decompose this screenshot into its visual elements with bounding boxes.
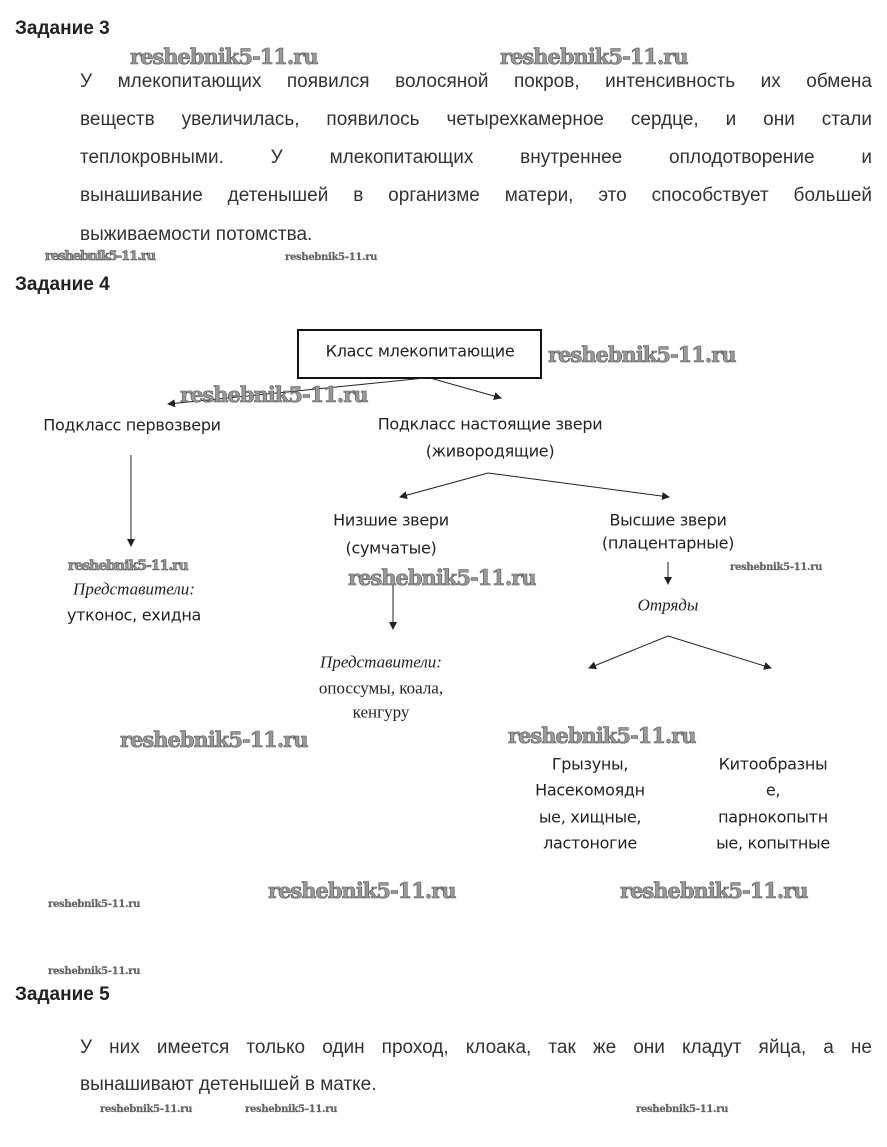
reps2-value: кенгуру xyxy=(352,702,410,722)
watermark: reshebnik5-11.ru xyxy=(180,382,369,407)
watermark: reshebnik5-11.ru xyxy=(245,1104,338,1115)
watermark: reshebnik5-11.ru xyxy=(48,899,141,910)
watermark: reshebnik5-11.ru xyxy=(45,249,157,264)
reps2-label: Представители: xyxy=(320,652,442,672)
watermark: reshebnik5-11.ru xyxy=(68,558,189,574)
orders-right-line: е, xyxy=(765,780,781,800)
task4-heading: Задание 4 xyxy=(15,274,110,295)
arrow-to-lower xyxy=(399,472,489,500)
orders-left-line: Насекомоядн xyxy=(535,780,645,800)
orders-left-line: Грызуны, xyxy=(551,754,629,774)
reps2-value: опоссумы, коала, xyxy=(318,678,444,698)
watermark: reshebnik5-11.ru xyxy=(48,966,141,977)
task5-heading: Задание 5 xyxy=(15,984,110,1005)
arrow-to-higher xyxy=(487,472,670,501)
watermark: reshebnik5-11.ru xyxy=(100,1104,193,1115)
watermark: reshebnik5-11.ru xyxy=(620,878,809,903)
watermark: reshebnik5-11.ru xyxy=(730,562,823,573)
reps1-value: утконос, ехидна xyxy=(66,605,202,625)
orders-right-line: Китообразны xyxy=(718,754,828,774)
arrow-to-orders-right xyxy=(667,635,772,670)
watermark: reshebnik5-11.ru xyxy=(130,44,319,69)
watermark: reshebnik5-11.ru xyxy=(348,565,537,590)
task3-line: веществ увеличилась, появилось четырехка… xyxy=(80,109,872,130)
task3-heading: Задание 3 xyxy=(15,18,110,39)
task5-line: вынашивают детенышей в матке. xyxy=(80,1074,377,1095)
task3-line: теплокровными. У млекопитающих внутренне… xyxy=(80,147,872,168)
orders-label: Отряды xyxy=(637,595,699,615)
task3-line: У млекопитающих появился волосяной покро… xyxy=(80,71,872,92)
watermark: reshebnik5-11.ru xyxy=(548,342,737,367)
higher-mammals: Высшие звери xyxy=(609,510,727,530)
task5-line: У них имеется только один проход, клоака… xyxy=(80,1037,872,1058)
orders-right-line: парнокопытн xyxy=(718,807,828,827)
root-box xyxy=(297,329,542,379)
arrow-to-orders-left xyxy=(588,635,669,670)
higher-mammals-note: (плацентарные) xyxy=(601,533,735,553)
orders-left-line: ластоногие xyxy=(543,833,637,853)
watermark: reshebnik5-11.ru xyxy=(120,727,309,752)
root-node: Класс млекопитающие xyxy=(325,341,515,361)
orders-right-line: ые, копытные xyxy=(716,833,830,853)
arrow-to-subclass1 xyxy=(167,377,426,408)
task3-line: вынашивание детенышей в организме матери… xyxy=(80,185,872,206)
watermark: reshebnik5-11.ru xyxy=(268,878,457,903)
orders-left-line: ые, хищные, xyxy=(538,807,642,827)
watermark: reshebnik5-11.ru xyxy=(500,44,689,69)
reps1-label: Представители: xyxy=(73,579,195,599)
watermark: reshebnik5-11.ru xyxy=(636,1104,729,1115)
arrow-to-subclass2 xyxy=(429,377,502,400)
lower-mammals: Низшие звери xyxy=(333,510,449,530)
watermark: reshebnik5-11.ru xyxy=(285,252,378,263)
subclass-prototheria: Подкласс первозвери xyxy=(43,415,221,435)
task3-line: выживаемости потомства. xyxy=(80,224,313,245)
subclass-theria-note: (живородящие) xyxy=(425,441,555,461)
lower-mammals-note: (сумчатые) xyxy=(345,538,437,558)
subclass-theria: Подкласс настоящие звери xyxy=(377,414,603,434)
watermark: reshebnik5-11.ru xyxy=(508,723,697,748)
